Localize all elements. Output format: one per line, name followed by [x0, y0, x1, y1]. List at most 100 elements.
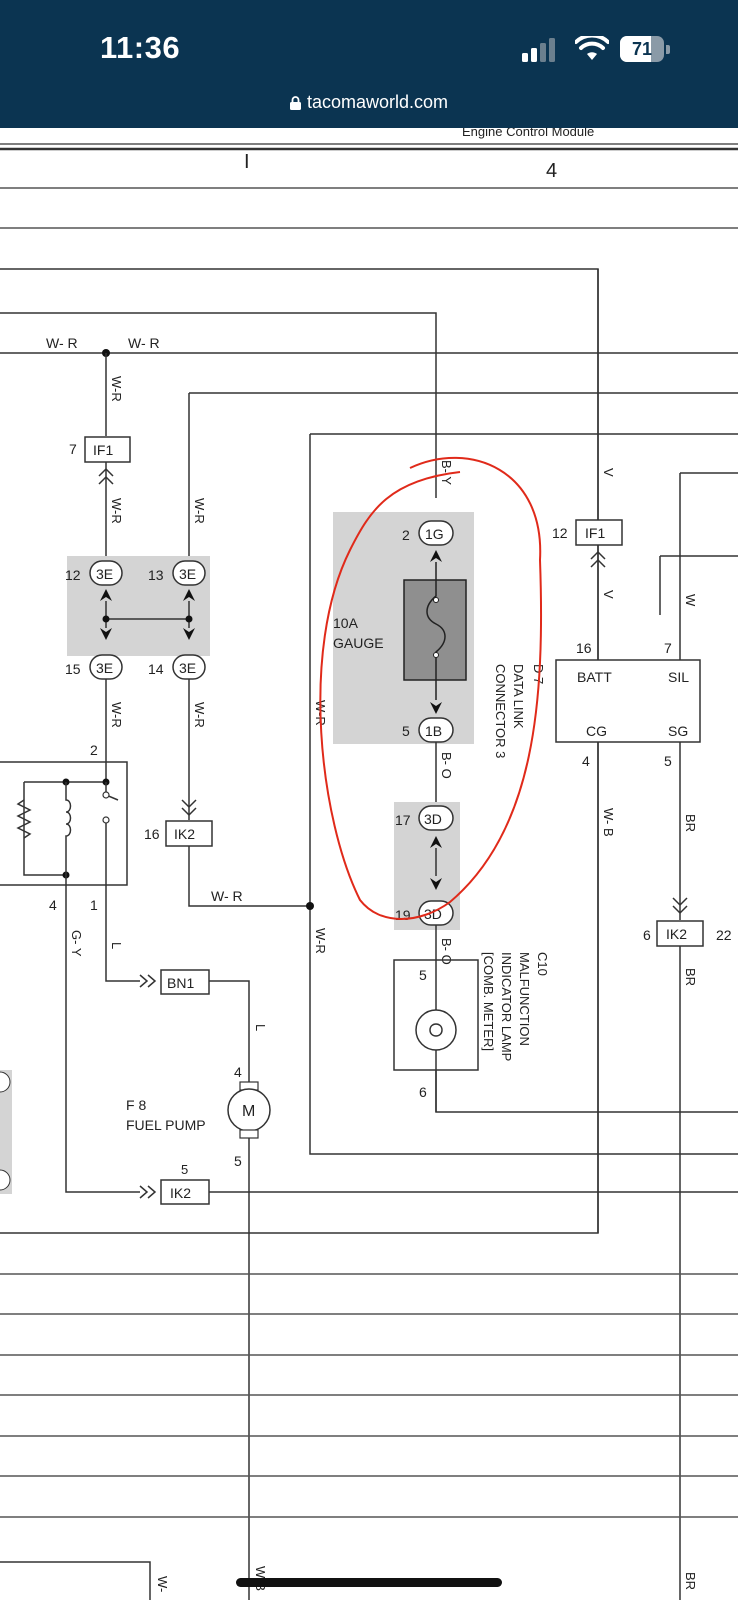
- connector-ik2-c: 6 IK2 22: [643, 920, 732, 947]
- svg-text:[COMB. METER]: [COMB. METER]: [481, 952, 496, 1051]
- svg-text:3E: 3E: [179, 566, 196, 582]
- wire-l-1: L: [109, 942, 124, 949]
- wire-w: W: [683, 594, 698, 607]
- wire-v-2: V: [601, 590, 616, 599]
- svg-text:IF1: IF1: [585, 525, 605, 541]
- connector-if1-b: 12 IF1: [552, 519, 623, 546]
- svg-text:15: 15: [65, 661, 81, 677]
- diagram-header: Engine Control Module I 4: [0, 128, 738, 229]
- connector-ik2-a: 16 IK2: [144, 820, 213, 847]
- connector-3e-12: 12 3E: [65, 560, 123, 586]
- svg-text:F 8: F 8: [126, 1097, 146, 1113]
- status-bar: 11:36 71 tacomaworld.com: [0, 0, 738, 128]
- wire-br-3: BR: [683, 1572, 698, 1590]
- home-indicator[interactable]: [236, 1578, 502, 1587]
- fuse-block: B- Y 2 1G 10A GAUGE 5 1B: [333, 460, 474, 744]
- wire-wr-v3: W-R: [192, 498, 207, 524]
- lower-wire-lines: [0, 1273, 738, 1518]
- wire-wb: W- B: [601, 808, 616, 837]
- fuel-pump: 4 M F 8 FUEL PUMP 5: [126, 1064, 271, 1169]
- svg-text:MALFUNCTION: MALFUNCTION: [517, 952, 532, 1046]
- svg-text:SIL: SIL: [668, 669, 689, 685]
- fuse-name: GAUGE: [333, 635, 384, 651]
- svg-text:IK2: IK2: [170, 1185, 191, 1201]
- wire-bo-1: B- O: [439, 752, 454, 779]
- svg-text:2: 2: [90, 742, 98, 758]
- header-right-marker: 4: [546, 160, 557, 182]
- wire-wr-v6: W-R: [313, 928, 328, 954]
- ecm-caption: Engine Control Module: [462, 128, 594, 139]
- frame-wires: [0, 268, 738, 1234]
- wire-wr-horiz: W- R: [211, 888, 243, 904]
- motor-symbol: M: [242, 1103, 255, 1120]
- svg-text:7: 7: [664, 640, 672, 656]
- svg-text:CONNECTOR 3: CONNECTOR 3: [493, 664, 508, 758]
- svg-text:4: 4: [49, 897, 57, 913]
- connector-if1-a: 7 IF1: [69, 436, 131, 463]
- svg-text:5: 5: [402, 723, 410, 739]
- header-left-marker: I: [244, 151, 250, 173]
- dlc-terminal-box: 16 7 BATT SIL CG SG 4 5: [555, 640, 701, 769]
- svg-text:7: 7: [69, 441, 77, 457]
- svg-text:12: 12: [65, 567, 81, 583]
- svg-text:IK2: IK2: [174, 826, 195, 842]
- svg-text:12: 12: [552, 525, 568, 541]
- connector-3e-13: 13 3E: [148, 560, 206, 586]
- svg-text:16: 16: [144, 826, 160, 842]
- url-text: tacomaworld.com: [306, 92, 449, 112]
- svg-text:6: 6: [419, 1084, 427, 1100]
- connector-3d-17: 17 3D: [395, 805, 454, 831]
- wire-l-2: L: [253, 1024, 268, 1031]
- svg-text:5: 5: [234, 1153, 242, 1169]
- svg-text:3D: 3D: [424, 811, 442, 827]
- svg-text:3E: 3E: [96, 566, 113, 582]
- svg-text:4: 4: [582, 753, 590, 769]
- svg-text:19: 19: [395, 907, 411, 923]
- connector-ik2-b: 5 IK2: [160, 1162, 210, 1205]
- red-annotation-circle: [319, 456, 543, 920]
- signal-icon: [522, 38, 555, 62]
- junction-block-3e: W-R 12 3E 13 3E 15 3E 14 3E: [65, 393, 210, 680]
- clock: 11:36: [100, 30, 181, 65]
- wire-v-1: V: [601, 468, 616, 477]
- svg-text:6: 6: [643, 927, 651, 943]
- battery-icon: 71: [620, 36, 672, 62]
- wiring-diagram-viewport[interactable]: Engine Control Module I 4 W- R W- R W-R …: [0, 128, 738, 1600]
- url-bar[interactable]: tacomaworld.com: [0, 92, 738, 113]
- battery-percent: 71: [631, 39, 653, 59]
- svg-text:1G: 1G: [425, 526, 444, 542]
- svg-text:4: 4: [234, 1064, 242, 1080]
- relay: 2 4 1: [0, 742, 128, 913]
- svg-text:BN1: BN1: [167, 975, 194, 991]
- svg-text:1B: 1B: [425, 723, 442, 739]
- wire-wr-v2: W-R: [109, 498, 124, 524]
- svg-text:BATT: BATT: [577, 669, 612, 685]
- wire-br-1: BR: [683, 814, 698, 832]
- svg-text:5: 5: [664, 753, 672, 769]
- svg-text:5: 5: [181, 1162, 188, 1177]
- svg-text:IF1: IF1: [93, 442, 113, 458]
- svg-text:IK2: IK2: [666, 926, 687, 942]
- connector-3e-14: 14 3E: [148, 654, 206, 680]
- lock-icon: [289, 96, 301, 111]
- svg-text:INDICATOR LAMP: INDICATOR LAMP: [499, 952, 514, 1061]
- wire-wr-v5: W-R: [192, 702, 207, 728]
- wire-gy: G- Y: [69, 930, 84, 957]
- svg-text:22: 22: [716, 927, 732, 943]
- wire-wr-top-right: W- R: [128, 335, 160, 351]
- svg-text:2: 2: [402, 527, 410, 543]
- connector-bn1: 9 BN1: [160, 969, 210, 995]
- connector-1g: 2 1G: [402, 520, 454, 546]
- svg-text:C10: C10: [535, 952, 550, 976]
- left-column: W-R 7 IF1 W-R: [69, 349, 131, 556]
- svg-text:3E: 3E: [179, 660, 196, 676]
- fuse-rating: 10A: [333, 615, 359, 631]
- svg-text:SG: SG: [668, 723, 688, 739]
- svg-text:3E: 3E: [96, 660, 113, 676]
- malfunction-indicator-lamp: 5 6 C10 MALFUNCTION INDICATOR LAMP [COMB…: [393, 952, 550, 1100]
- svg-text:5: 5: [419, 967, 427, 983]
- wire-wr-v1: W-R: [109, 376, 124, 402]
- junction-block-3d: 17 3D 19 3D: [394, 802, 460, 930]
- svg-text:17: 17: [395, 812, 411, 828]
- svg-text:FUEL PUMP: FUEL PUMP: [126, 1117, 206, 1133]
